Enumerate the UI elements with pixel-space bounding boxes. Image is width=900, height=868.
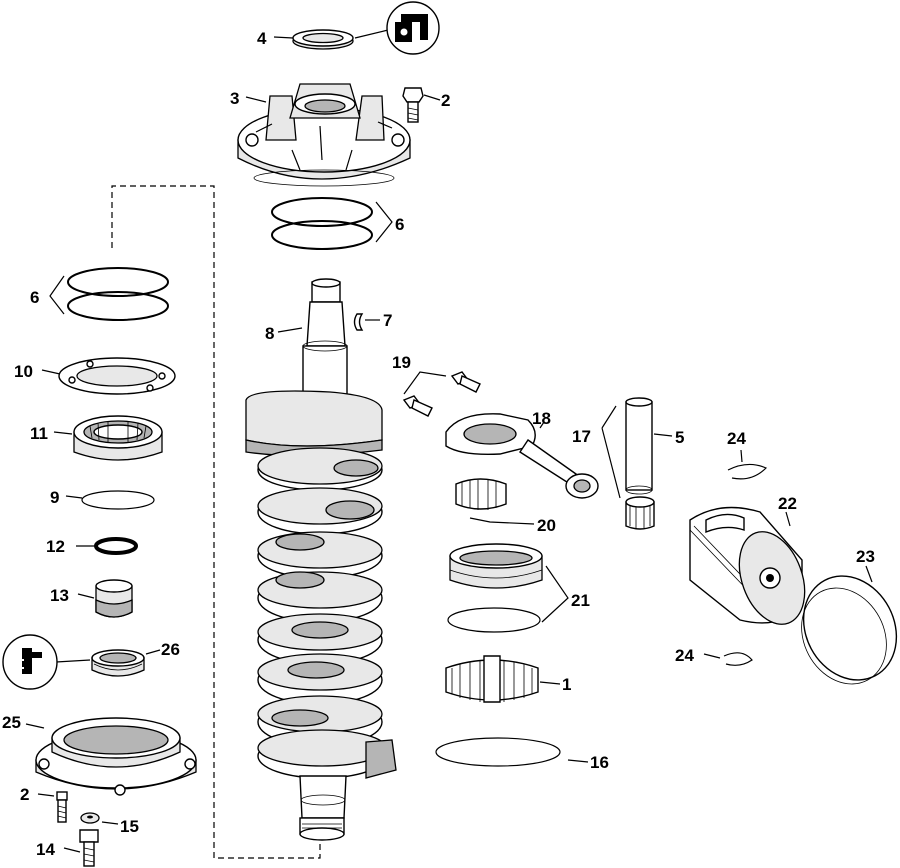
part-3-upper-housing — [237, 83, 411, 187]
part-18-connecting-rod — [445, 413, 599, 499]
callout-21: 21 — [571, 591, 590, 610]
callout-23: 23 — [856, 547, 875, 566]
part-5-wrist-pin — [625, 397, 653, 495]
part-17-needle-bearing — [625, 496, 655, 530]
callout-6-upper: 6 — [395, 215, 404, 234]
part-14-screw — [79, 829, 99, 867]
part-19-rod-bolts — [402, 371, 481, 417]
callout-1: 1 — [562, 675, 571, 694]
callout-19: 19 — [392, 353, 411, 372]
part-6-orings-upper — [271, 197, 373, 250]
part-26-lower-seal — [91, 649, 145, 677]
callout-2-lower: 2 — [20, 785, 29, 804]
part-12-seal-ring — [94, 537, 138, 555]
callout-17: 17 — [572, 427, 591, 446]
sealant-tube-icon — [2, 634, 58, 690]
callout-24-lower: 24 — [675, 646, 694, 665]
callout-2-top: 2 — [441, 91, 450, 110]
callout-22: 22 — [778, 494, 797, 513]
callout-20: 20 — [537, 516, 556, 535]
callout-24-upper: 24 — [727, 429, 746, 448]
part-24-clip-lower — [723, 652, 753, 666]
seal-lubricant-icon — [386, 1, 440, 55]
callout-13: 13 — [50, 586, 69, 605]
callout-14: 14 — [36, 840, 55, 859]
callout-8: 8 — [265, 324, 274, 343]
part-2-bolt-top — [402, 87, 424, 123]
part-2-bolt-lower — [56, 791, 68, 823]
part-10-retainer-plate — [58, 357, 176, 395]
part-22-piston — [689, 506, 806, 625]
part-13-bushing — [95, 579, 133, 618]
part-25-lower-housing — [35, 717, 197, 796]
callout-10: 10 — [14, 362, 33, 381]
callout-5: 5 — [675, 428, 684, 447]
part-11-roller-bearing — [73, 415, 163, 461]
callout-3: 3 — [230, 89, 239, 108]
callout-18: 18 — [532, 409, 551, 428]
callout-26: 26 — [161, 640, 180, 659]
part-1-needle-bearing — [445, 655, 539, 703]
part-21-bearing-sleeve — [449, 543, 543, 589]
part-9-snap-ring — [81, 490, 155, 510]
callout-7: 7 — [383, 311, 392, 330]
callout-15: 15 — [120, 817, 139, 836]
part-16-ring — [435, 737, 561, 767]
assembly-dashed-path — [111, 185, 321, 859]
part-20-needle-cage — [455, 478, 507, 510]
part-7-key — [353, 313, 364, 331]
part-24-clip-upper — [727, 463, 768, 480]
callout-11: 11 — [30, 424, 48, 443]
part-23-piston-ring — [801, 575, 898, 685]
callout-9: 9 — [50, 488, 59, 507]
part-8-crankshaft — [245, 278, 397, 841]
part-21-ring — [447, 607, 541, 633]
callout-16: 16 — [590, 753, 609, 772]
part-15-washer — [80, 812, 100, 824]
callout-12: 12 — [46, 537, 65, 556]
callout-25: 25 — [2, 713, 21, 732]
callout-6-left: 6 — [30, 288, 39, 307]
callout-4: 4 — [257, 29, 267, 48]
part-6-orings-left — [67, 267, 169, 321]
part-4-seal — [292, 29, 354, 50]
